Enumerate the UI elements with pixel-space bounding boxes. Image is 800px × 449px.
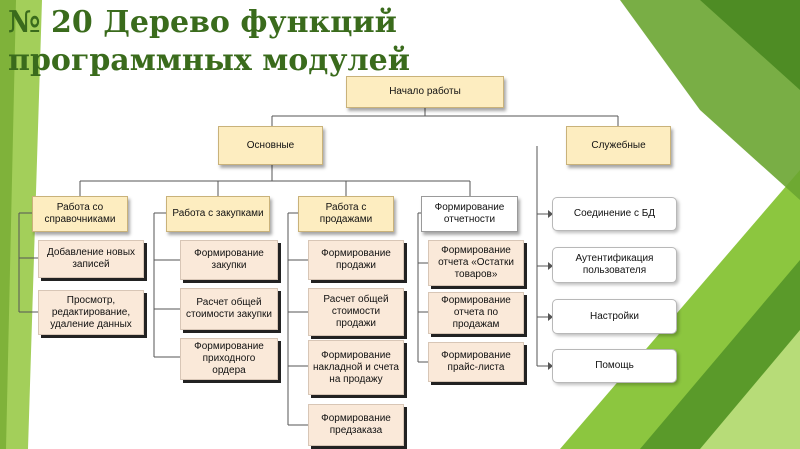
reports-group-label: Формирование отчетности: [434, 202, 505, 225]
purchases-item: Расчет общей стоимости закупки: [180, 288, 278, 330]
sales-item-label: Расчет общей стоимости продажи: [323, 294, 389, 329]
purchases-item-label: Формирование закупки: [194, 248, 264, 271]
reports-item-label: Формирование отчета «Остатки товаров»: [438, 245, 514, 280]
service-item: Аутентификация пользователя: [552, 247, 677, 283]
main-functions-node: Основные: [218, 126, 323, 165]
reports-item: Формирование прайс-листа: [428, 342, 524, 382]
sales-item-label: Формирование продажи: [321, 248, 391, 271]
sales-item: Формирование предзаказа: [308, 404, 404, 446]
reference-item-label: Добавление новых записей: [46, 247, 136, 270]
reference-group-label: Работа со справочниками: [44, 202, 116, 225]
purchases-item-label: Расчет общей стоимости закупки: [185, 297, 272, 320]
root-node-label: Начало работы: [389, 86, 461, 97]
reports-group-node: Формирование отчетности: [421, 196, 518, 232]
root-node: Начало работы: [346, 76, 504, 108]
reference-item: Просмотр, редактирование, удаление данны…: [38, 290, 144, 335]
service-item-label: Помощь: [595, 360, 634, 371]
sales-group-node: Работа с продажами: [298, 196, 394, 232]
sales-item-label: Формирование предзаказа: [321, 413, 391, 436]
sales-item: Расчет общей стоимости продажи: [308, 288, 404, 336]
purchases-item: Формирование приходного ордера: [180, 338, 278, 380]
purchases-group-node: Работа с закупками: [166, 196, 270, 232]
reports-item-label: Формирование прайс-листа: [441, 350, 511, 373]
service-item-label: Настройки: [589, 310, 640, 322]
sales-group-label: Работа с продажами: [319, 202, 373, 225]
service-item-label: Соединение с БД: [573, 208, 656, 219]
service-functions-label: Служебные: [591, 139, 646, 151]
sales-item: Формирование накладной и счета на продаж…: [308, 340, 404, 395]
purchases-item-label: Формирование приходного ордера: [194, 341, 264, 376]
reports-item: Формирование отчета по продажам: [428, 292, 524, 334]
reports-item: Формирование отчета «Остатки товаров»: [428, 240, 524, 286]
service-item: Помощь: [552, 349, 677, 383]
reference-item: Добавление новых записей: [38, 240, 144, 278]
service-item: Соединение с БД: [552, 197, 677, 231]
reference-group-node: Работа со справочниками: [32, 196, 128, 232]
sales-item: Формирование продажи: [308, 240, 404, 280]
service-functions-node: Служебные: [566, 126, 671, 165]
reference-item-label: Просмотр, редактирование, удаление данны…: [50, 294, 132, 330]
title-line-2: программных модулей: [8, 43, 410, 78]
purchases-item: Формирование закупки: [180, 240, 278, 280]
main-functions-label: Основные: [246, 139, 295, 151]
reports-item-label: Формирование отчета по продажам: [441, 295, 511, 330]
service-item: Настройки: [552, 299, 677, 334]
sales-item-label: Формирование накладной и счета на продаж…: [313, 349, 399, 385]
purchases-group-label: Работа с закупками: [172, 208, 264, 219]
service-item-label: Аутентификация пользователя: [575, 253, 654, 276]
slide-title: № 20 Дерево функций программных модулей: [8, 4, 410, 80]
title-line-1: № 20 Дерево функций: [8, 5, 397, 40]
